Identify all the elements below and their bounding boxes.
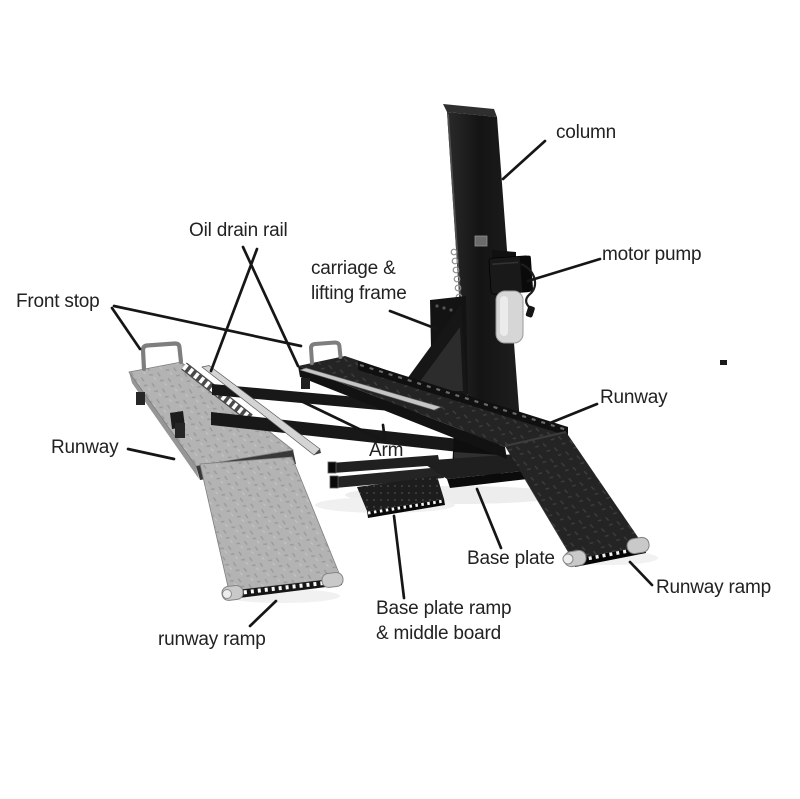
label-motor-pump: motor pump	[602, 244, 702, 265]
label-front-stop: Front stop	[16, 291, 100, 312]
coiled-hose	[450, 248, 463, 301]
base-plate-ramp-shape	[357, 476, 444, 511]
label-runway-ramp-left: runway ramp	[158, 629, 266, 650]
arm-far-shape	[212, 384, 424, 414]
leader-arm-near	[381, 423, 387, 443]
leader-runway-ramp-right	[628, 560, 654, 587]
label-carriage-line2: lifting frame	[311, 283, 407, 304]
label-base-plate-ramp: Base plate ramp & middle board	[376, 596, 512, 646]
leader-column	[501, 139, 547, 181]
leader-front-stop-right	[112, 304, 303, 348]
leader-runway-ramp-left	[248, 599, 278, 628]
label-carriage-lifting-frame: carriage & lifting frame	[311, 256, 407, 306]
front-stop-left-shape	[140, 341, 184, 372]
power-plug	[525, 305, 535, 318]
leader-base-plate	[475, 487, 503, 550]
label-base-plate: Base plate	[467, 548, 555, 569]
power-cord	[520, 262, 537, 309]
oil-drain-rail-shape	[201, 365, 321, 456]
leader-lines	[110, 139, 654, 628]
leader-runway-right	[548, 402, 599, 425]
leader-arm-far	[299, 399, 384, 442]
column-plate	[474, 235, 488, 247]
middle-board-shape	[327, 455, 445, 518]
leader-runway-left	[126, 447, 176, 461]
label-runway-left: Runway	[51, 437, 119, 458]
right-ramp-shape	[504, 431, 650, 568]
oil-drain-rail-right-shape	[299, 367, 442, 411]
carriage-shape	[396, 296, 468, 396]
leader-base-plate-ramp	[392, 514, 406, 600]
label-oil-drain-rail: Oil drain rail	[189, 220, 288, 241]
ramp-rollers-left	[221, 571, 344, 601]
leader-oil-drain-right	[241, 245, 300, 368]
right-runway-shape	[298, 340, 568, 459]
front-stop-right-shape	[308, 340, 343, 365]
left-ramp-shape	[199, 456, 344, 601]
artifact-dot	[720, 360, 727, 365]
leader-front-stop-left	[110, 306, 142, 351]
label-base-plate-ramp-line2: & middle board	[376, 623, 501, 644]
motor-pump-shape	[488, 250, 537, 344]
leader-oil-drain-left	[209, 247, 259, 373]
label-runway-right: Runway	[600, 387, 668, 408]
label-runway-ramp-right: Runway ramp	[656, 577, 772, 598]
label-arm: Arm	[369, 440, 404, 461]
label-column: column	[556, 122, 617, 143]
label-carriage-line1: carriage &	[311, 258, 396, 279]
leader-carriage	[388, 309, 439, 331]
leader-motor-pump	[526, 257, 602, 283]
label-base-plate-ramp-line1: Base plate ramp	[376, 598, 512, 619]
ramp-rollers-right	[562, 536, 650, 568]
